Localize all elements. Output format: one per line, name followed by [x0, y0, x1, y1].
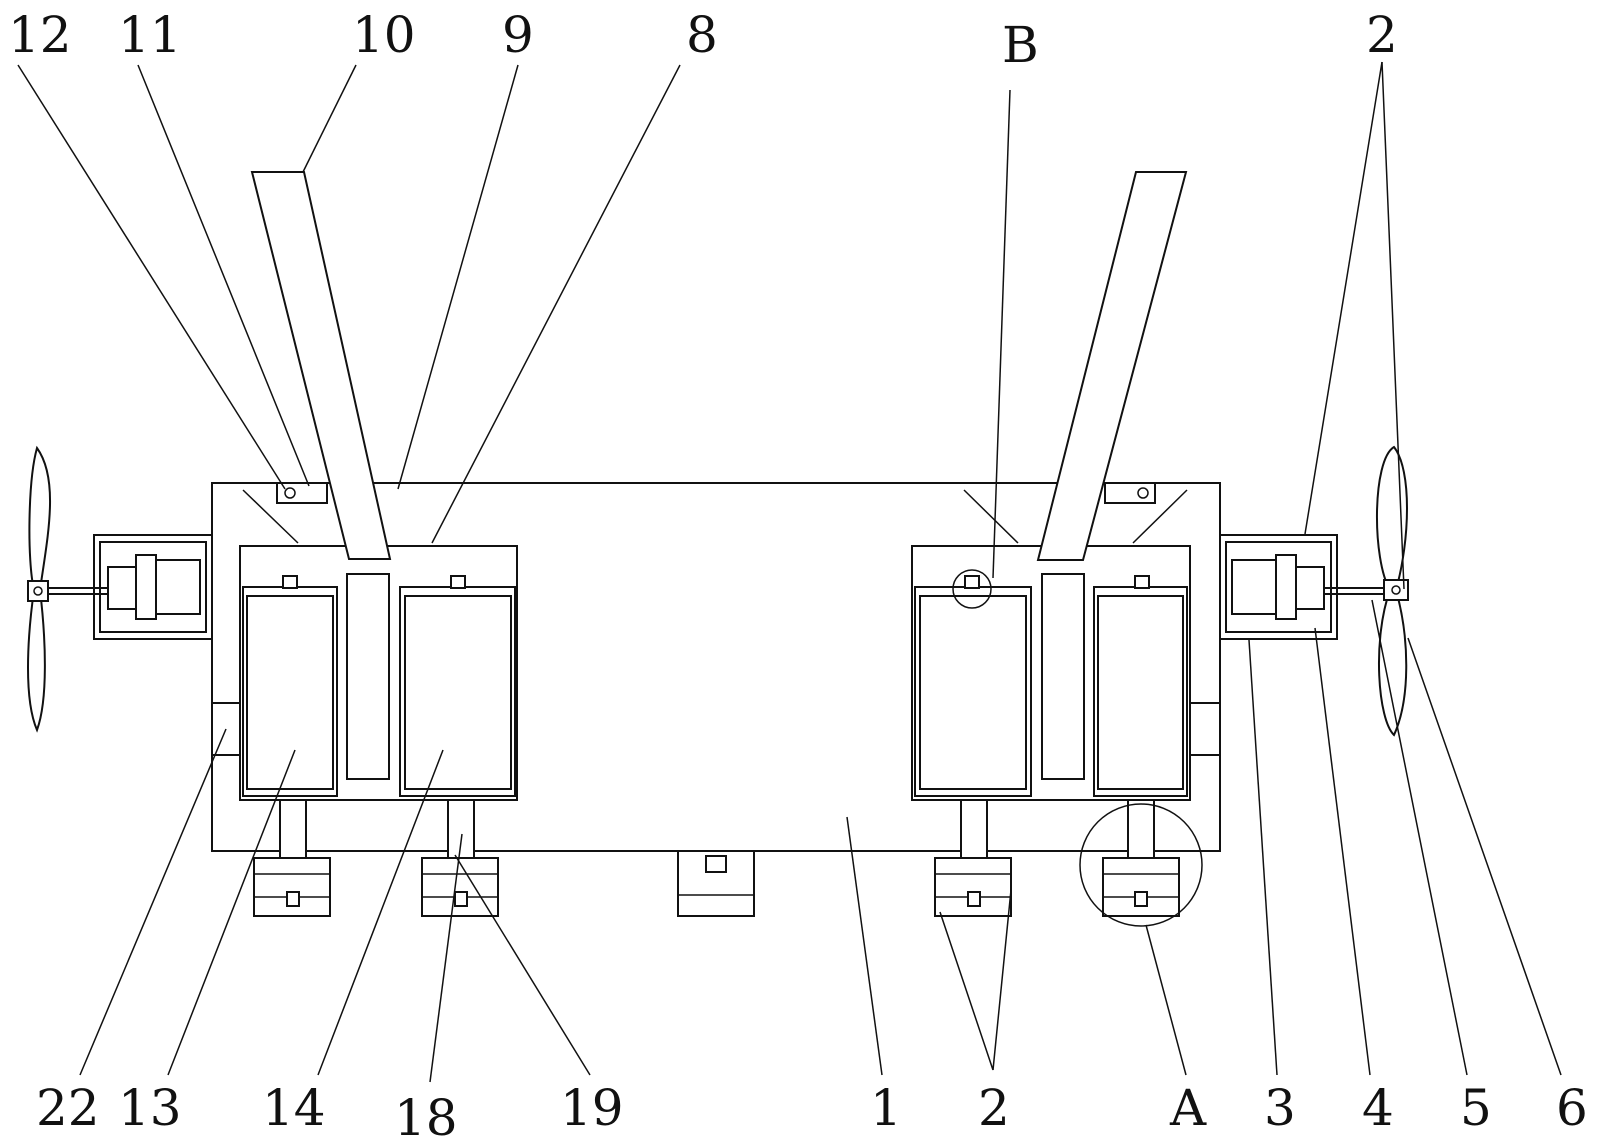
label-4: 4 [1362, 1079, 1394, 1137]
label-12: 12 [8, 6, 72, 64]
left-propeller [27, 445, 108, 733]
label-10: 10 [352, 6, 416, 64]
bottom-labels: 22 13 14 18 19 1 2 A 3 4 5 6 [36, 1079, 1588, 1145]
label-3: 3 [1264, 1079, 1296, 1137]
label-b: B [1002, 16, 1039, 74]
right-compartment [911, 545, 1191, 801]
detail-circle-a [1079, 803, 1203, 927]
left-compartment [239, 545, 518, 801]
label-11: 11 [118, 6, 182, 64]
label-14: 14 [262, 1079, 326, 1137]
label-13: 13 [118, 1079, 182, 1137]
label-18: 18 [394, 1089, 458, 1145]
label-1: 1 [870, 1079, 902, 1137]
label-22: 22 [36, 1079, 100, 1137]
bottom-modules [253, 799, 1203, 927]
label-9: 9 [502, 6, 534, 64]
label-19: 19 [560, 1079, 624, 1137]
detail-circle-b [952, 569, 992, 609]
label-6: 6 [1556, 1079, 1588, 1137]
right-motor-housing [1219, 534, 1338, 640]
label-a: A [1169, 1079, 1207, 1137]
side-brackets [211, 702, 1221, 756]
leader-lines [17, 61, 1562, 1083]
label-5: 5 [1460, 1079, 1492, 1137]
top-labels: 12 11 10 9 8 B 2 [8, 6, 1398, 74]
label-2-bottom: 2 [978, 1079, 1010, 1137]
label-8: 8 [686, 6, 718, 64]
antenna-rods [250, 171, 1188, 561]
left-motor-housing [93, 534, 213, 640]
top-hinges [242, 482, 1188, 544]
label-2-top: 2 [1366, 6, 1398, 64]
